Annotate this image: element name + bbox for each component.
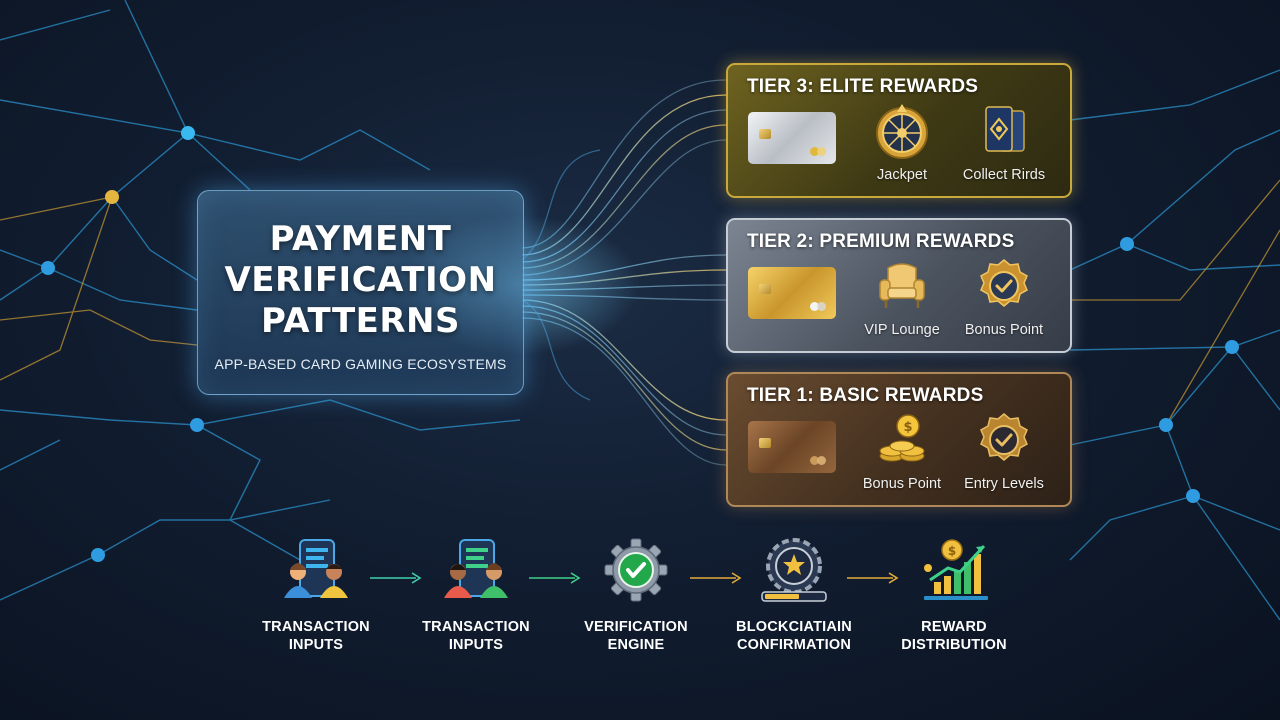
silver-card-icon bbox=[748, 112, 836, 164]
lounge-chair-icon bbox=[879, 263, 925, 308]
card-logo-icon bbox=[810, 147, 828, 156]
title-line-3: PATTERNS bbox=[261, 301, 460, 341]
step-label: BLOCKCIATIAIN CONFIRMATION bbox=[714, 618, 874, 654]
reward-collect-cards: Collect Rirds bbox=[944, 101, 1064, 191]
tier-3-panel: TIER 3: ELITE REWARDS Jackpet Collect Ri… bbox=[726, 63, 1072, 198]
users-phone-icon bbox=[284, 539, 348, 598]
bronze-card-icon bbox=[748, 421, 836, 473]
reward-bonus-point-coins: $ Bonus Point bbox=[842, 410, 962, 500]
step-label: VERIFICATION ENGINE bbox=[556, 618, 716, 654]
step-label-line-2: DISTRIBUTION bbox=[901, 637, 1007, 653]
title-line-2: VERIFICATION bbox=[224, 260, 497, 300]
tier-2-panel: TIER 2: PREMIUM REWARDS VIP Lounge Bonus… bbox=[726, 218, 1072, 353]
arrow-right-icon bbox=[370, 572, 422, 584]
step-label: REWARD DISTRIBUTION bbox=[874, 618, 1034, 654]
card-chip-icon bbox=[759, 438, 771, 448]
reward-label: Jackpet bbox=[877, 167, 927, 183]
step-label: TRANSACTION INPUTS bbox=[396, 618, 556, 654]
step-label-line-1: TRANSACTION bbox=[422, 619, 530, 635]
tier-1-title: TIER 1: BASIC REWARDS bbox=[747, 385, 984, 406]
reward-label: Collect Rirds bbox=[962, 167, 1046, 183]
step-blockchain-confirmation: BLOCKCIATIAIN CONFIRMATION bbox=[714, 538, 874, 654]
tier-1-panel: TIER 1: BASIC REWARDS $ Bonus Point Entr… bbox=[726, 372, 1072, 507]
growth-chart-icon: $ bbox=[924, 539, 988, 600]
coin-stack-icon: $ bbox=[879, 414, 925, 462]
page-subtitle: APP-BASED CARD GAMING ECOSYSTEMS bbox=[214, 356, 507, 372]
step-label-line-2: INPUTS bbox=[288, 637, 344, 653]
arrow-right-icon bbox=[529, 572, 581, 584]
svg-text:$: $ bbox=[903, 420, 912, 435]
step-label-line-2: INPUTS bbox=[448, 637, 504, 653]
reward-bonus-point: Bonus Point bbox=[944, 256, 1064, 346]
tier-2-title: TIER 2: PREMIUM REWARDS bbox=[747, 231, 1015, 252]
arrow-right-icon bbox=[690, 572, 742, 584]
step-label-line-2: ENGINE bbox=[607, 637, 665, 653]
blockchain-gear-icon bbox=[761, 538, 827, 602]
step-reward-distribution: $ REWARD DISTRIBUTION bbox=[874, 538, 1034, 654]
card-logo-icon bbox=[810, 456, 828, 465]
reward-label: VIP Lounge bbox=[864, 322, 940, 338]
reward-jackpot: Jackpet bbox=[842, 101, 962, 191]
reward-entry-levels: Entry Levels bbox=[944, 410, 1064, 500]
arrow-right-icon bbox=[847, 572, 899, 584]
checkmark-seal-icon bbox=[980, 413, 1028, 461]
card-chip-icon bbox=[759, 284, 771, 294]
title-panel: PAYMENT VERIFICATION PATTERNS APP-BASED … bbox=[197, 190, 524, 395]
card-chip-icon bbox=[759, 129, 771, 139]
step-transaction-inputs-2: TRANSACTION INPUTS bbox=[396, 538, 556, 654]
gold-card-icon bbox=[748, 267, 836, 319]
step-label-line-1: BLOCKCIATIAIN bbox=[736, 619, 852, 635]
step-transaction-inputs-1: TRANSACTION INPUTS bbox=[236, 538, 396, 654]
reward-label: Entry Levels bbox=[964, 476, 1044, 492]
step-label-line-1: VERIFICATION bbox=[584, 619, 688, 635]
page-title: PAYMENT VERIFICATION PATTERNS bbox=[198, 219, 523, 342]
reward-label: Bonus Point bbox=[862, 476, 942, 492]
reward-vip-lounge: VIP Lounge bbox=[842, 256, 962, 346]
jackpot-wheel-icon bbox=[876, 104, 928, 159]
step-verification-engine: VERIFICATION ENGINE bbox=[556, 538, 716, 654]
step-label: TRANSACTION INPUTS bbox=[236, 618, 396, 654]
title-line-1: PAYMENT bbox=[269, 219, 452, 259]
card-logo-icon bbox=[810, 302, 828, 311]
svg-text:$: $ bbox=[948, 544, 956, 558]
checkmark-badge-icon bbox=[980, 259, 1028, 307]
reward-label: Bonus Point bbox=[964, 322, 1044, 338]
step-label-line-1: REWARD bbox=[921, 619, 987, 635]
step-label-line-2: CONFIRMATION bbox=[736, 637, 852, 653]
collectible-cards-icon bbox=[985, 106, 1025, 152]
gear-check-icon bbox=[604, 538, 668, 602]
tier-3-title: TIER 3: ELITE REWARDS bbox=[747, 76, 979, 97]
step-label-line-1: TRANSACTION bbox=[262, 619, 370, 635]
users-phone-icon bbox=[444, 539, 508, 598]
